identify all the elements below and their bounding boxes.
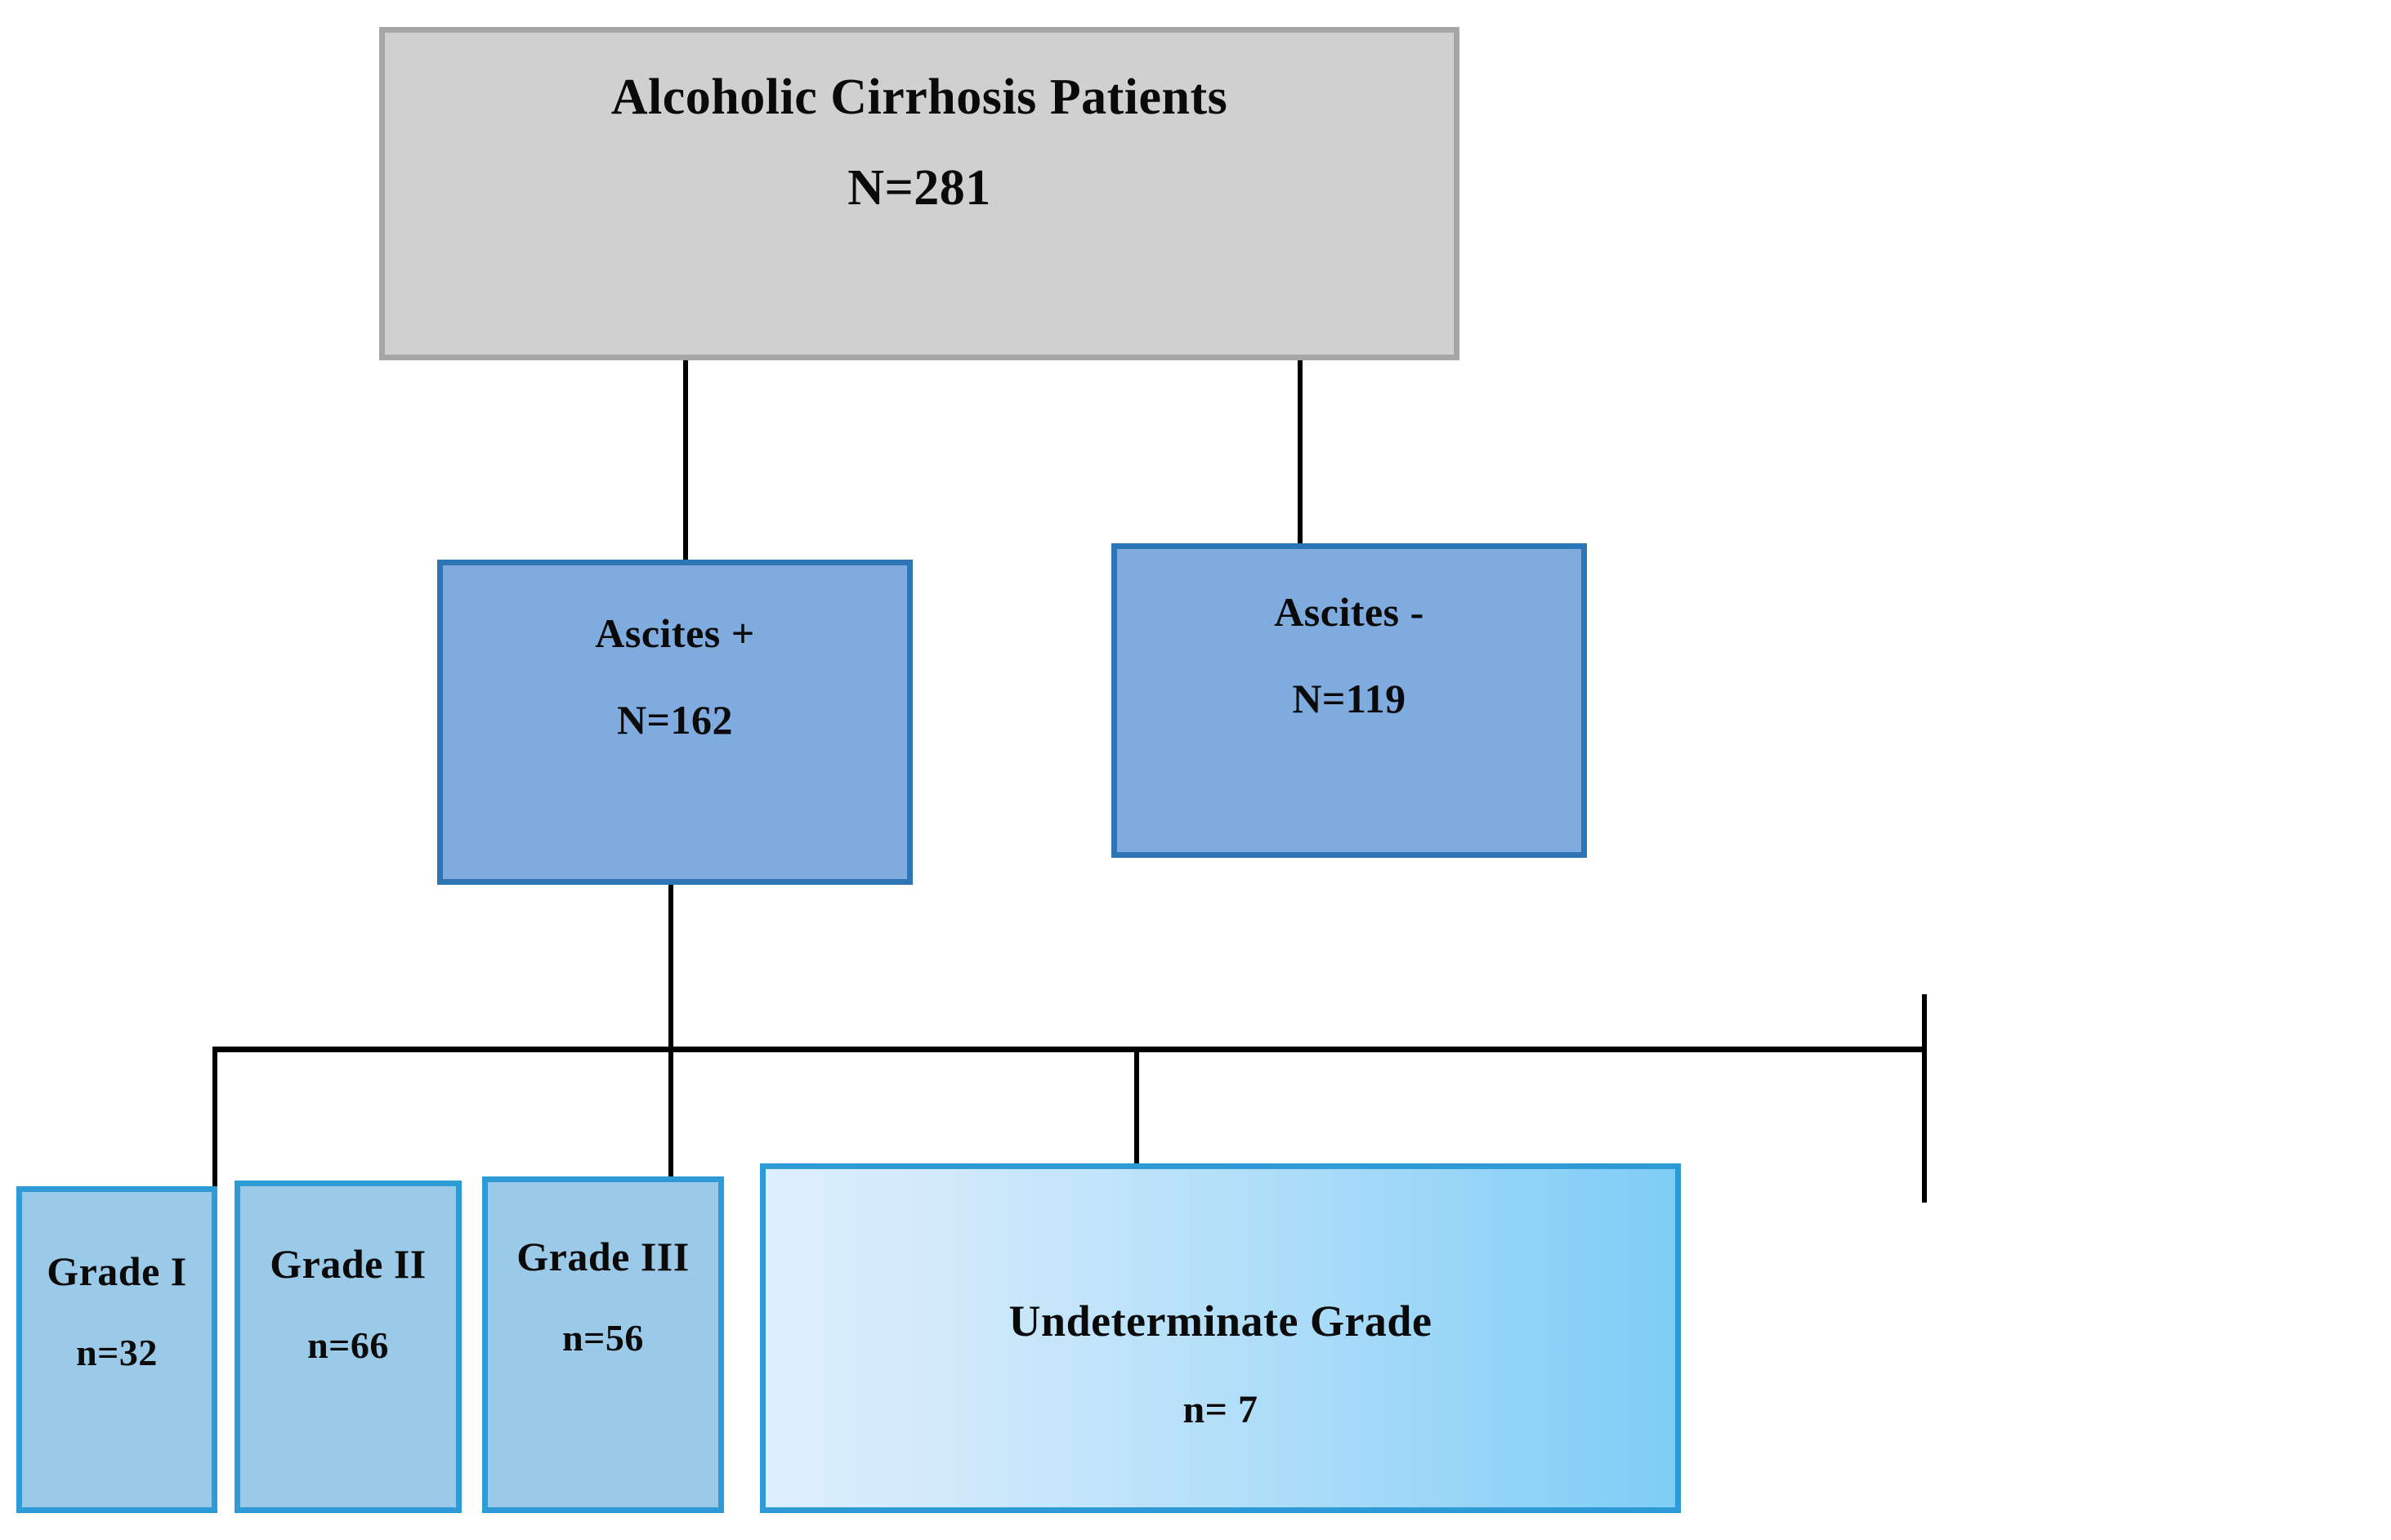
node-grade-1-label: Grade I (47, 1248, 187, 1294)
node-undeterminate-grade: Undeterminate Grade n= 7 (760, 1163, 1681, 1513)
node-ascites-negative: Ascites - N=119 (1111, 543, 1587, 858)
node-alcoholic-cirrhosis-patients: Alcoholic Cirrhosis Patients N=281 (379, 27, 1459, 360)
connector-root-to-ascites-positive (683, 356, 688, 570)
node-ascites-positive-count: N=162 (616, 697, 734, 743)
node-undeterminate-grade-label: Undeterminate Grade (1008, 1296, 1432, 1346)
node-ascites-positive-label: Ascites + (595, 610, 755, 656)
node-ascites-positive: Ascites + N=162 (437, 560, 913, 885)
node-grade-2-label: Grade II (270, 1241, 427, 1287)
node-grade-3: Grade III n=56 (482, 1176, 724, 1513)
node-grade-3-label: Grade III (516, 1234, 690, 1279)
node-grade-3-count: n=56 (562, 1317, 644, 1359)
node-grade-1: Grade I n=32 (16, 1186, 217, 1513)
connector-horizontal-bus (212, 1047, 1927, 1052)
connector-bus-to-grade-2 (668, 1051, 673, 1218)
node-ascites-negative-label: Ascites - (1274, 589, 1424, 635)
connector-bus-to-grade-1 (212, 1051, 217, 1226)
node-grade-2-count: n=66 (307, 1324, 389, 1366)
node-undeterminate-grade-count: n= 7 (1182, 1387, 1258, 1431)
connector-root-to-ascites-negative (1298, 356, 1303, 551)
connector-bus-to-grade-3 (1134, 1051, 1139, 1214)
connector-bus-to-undeterminate-grade (1922, 994, 1927, 1203)
node-root-count: N=281 (847, 160, 991, 216)
node-grade-1-count: n=32 (76, 1332, 158, 1373)
node-grade-2: Grade II n=66 (235, 1181, 462, 1513)
node-root-label: Alcoholic Cirrhosis Patients (610, 69, 1228, 125)
node-ascites-negative-count: N=119 (1292, 676, 1406, 721)
connector-ascites-positive-to-bus (668, 879, 673, 1052)
